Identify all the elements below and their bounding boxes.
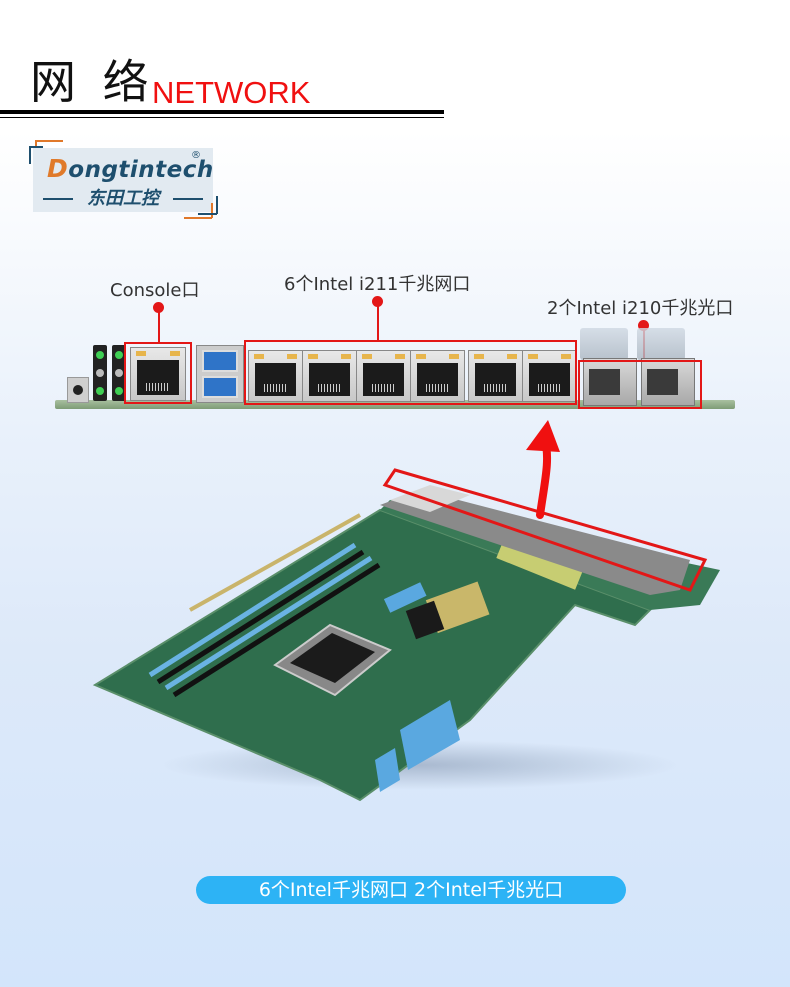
lan-rj45-port	[248, 350, 303, 402]
lan-callout-dot	[372, 296, 383, 307]
title-underline-thick	[0, 110, 444, 114]
console-port-label: Console口	[110, 280, 200, 301]
lan-rj45-port	[356, 350, 411, 402]
logo-wordmark: Dongtintech	[47, 154, 214, 183]
sfp-fiber-port	[583, 358, 637, 406]
registered-mark: ®	[191, 150, 201, 161]
brand-logo: Dongtintech ® 东田工控	[33, 148, 213, 212]
logo-initial: D	[47, 154, 69, 183]
logo-corner-decoration	[35, 140, 63, 142]
sfp-module-top	[580, 328, 628, 360]
led-off	[96, 369, 104, 377]
title-underline-thin	[0, 117, 444, 118]
led-green	[96, 387, 104, 395]
lan-ports-label: 6个Intel i211千兆网口	[284, 274, 471, 295]
logo-divider-right	[173, 198, 203, 200]
console-highlight-box	[124, 342, 192, 404]
title-chinese: 网 络	[30, 55, 155, 109]
usb3-dual-port	[196, 345, 244, 403]
console-callout-line	[158, 308, 160, 344]
led-indicator-column	[93, 345, 107, 401]
logo-corner-decoration	[29, 146, 31, 164]
logo-corner-decoration	[211, 203, 213, 218]
logo-divider-left	[43, 198, 73, 200]
lan-rj45-port	[468, 350, 523, 402]
sfp-ports-label: 2个Intel i210千兆光口	[547, 298, 734, 319]
usb-port	[202, 350, 238, 372]
usb-port	[202, 376, 238, 398]
reset-button	[67, 377, 89, 403]
title-english: NETWORK	[152, 75, 311, 110]
logo-chinese-name: 东田工控	[87, 188, 159, 209]
lan-rj45-port	[302, 350, 357, 402]
led-green	[115, 387, 123, 395]
sfp-module-top	[637, 328, 685, 360]
logo-corner-decoration	[216, 196, 218, 214]
curved-arrow-up-icon	[536, 436, 552, 519]
logo-wordmark-rest: ongtintech	[68, 157, 214, 183]
sfp-highlight-box	[578, 360, 702, 409]
led-indicator-column	[112, 345, 126, 401]
led-green	[96, 351, 104, 359]
console-rj45-port	[130, 347, 186, 401]
network-summary-pill: 6个Intel千兆网口 2个Intel千兆光口	[196, 876, 626, 904]
lan-rj45-port	[410, 350, 465, 402]
lan-highlight-box	[244, 340, 577, 405]
console-callout-dot	[153, 302, 164, 313]
lan-rj45-port	[522, 350, 577, 402]
logo-corner-decoration	[184, 217, 212, 219]
sfp-callout-dot	[638, 320, 649, 331]
sfp-fiber-port	[641, 358, 695, 406]
logo-corner-decoration	[198, 213, 217, 215]
led-off	[115, 369, 123, 377]
lan-callout-line	[377, 302, 379, 342]
logo-corner-decoration	[29, 146, 43, 148]
motherboard-image	[92, 420, 720, 802]
led-green	[115, 351, 123, 359]
